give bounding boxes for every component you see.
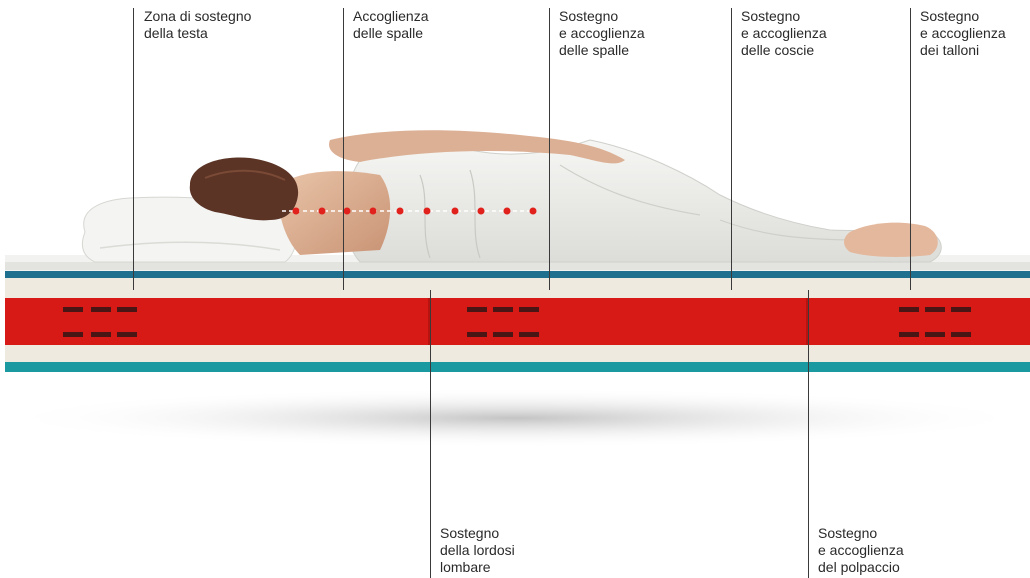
mattress-top-edge [5,262,1030,270]
label-head-support: Zona di sostegnodella testa [144,8,251,42]
feet [844,223,938,257]
callout-line-calf [808,290,809,578]
label-lumbar-support: Sostegnodella lordosilombare [440,525,515,576]
mattress-teal-base [5,362,1030,372]
label-shoulder-support: Sostegnoe accoglienzadelle spalle [559,8,645,59]
callout-line-head [133,8,134,290]
label-heel-support: Sostegnoe accoglienzadei talloni [920,8,1006,59]
label-thigh-support: Sostegnoe accoglienzadelle coscie [741,8,827,59]
callout-line-lumbar [430,290,431,578]
callout-line-thighs [731,8,732,290]
mattress-blue-stripe [5,271,1030,278]
label-calf-support: Sostegnoe accoglienzadel polpaccio [818,525,904,576]
label-shoulder-comfort: Accoglienzadelle spalle [353,8,429,42]
callout-line-heels [910,8,911,290]
floor-shadow [0,388,1030,448]
callout-line-shoulders [343,8,344,290]
callout-line-shoulder-support [549,8,550,290]
mattress-red-layer [5,298,1030,345]
mattress-cream-layer-bottom [5,345,1030,362]
mattress-cream-layer-top [5,278,1030,298]
